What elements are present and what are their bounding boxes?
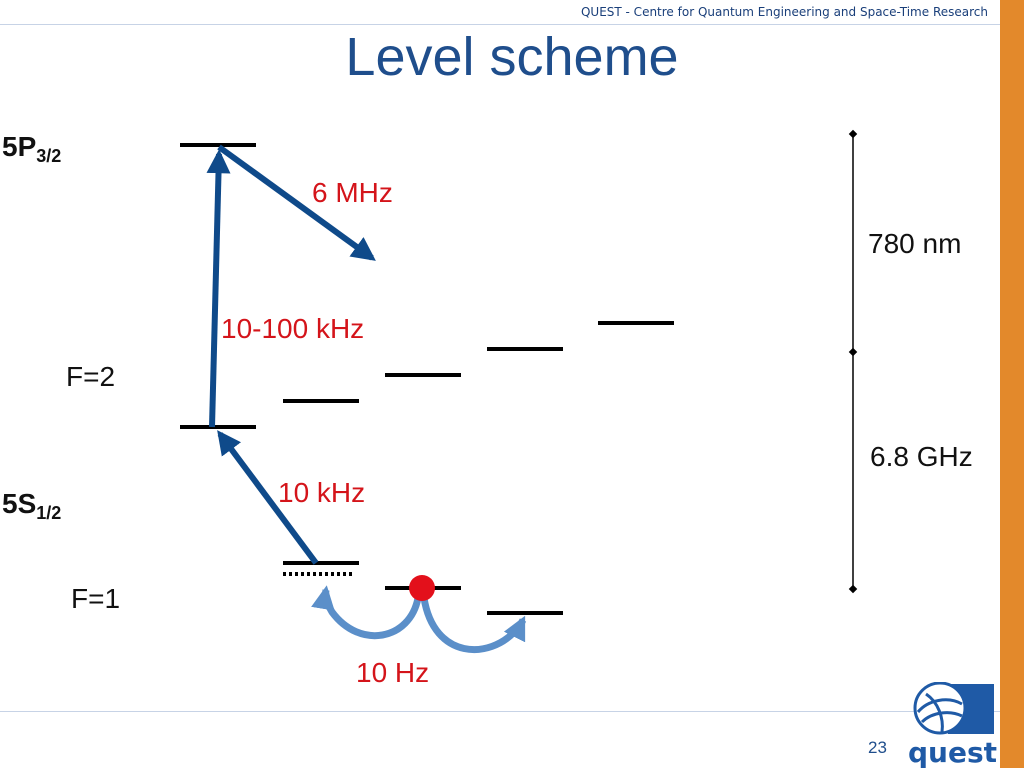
- header-institution: QUEST - Centre for Quantum Engineering a…: [580, 5, 988, 19]
- scale-tick-bottom: [848, 584, 858, 594]
- label-hyperfine-scale: 6.8 GHz: [870, 441, 973, 472]
- label-5p: 5P3/2: [2, 131, 62, 166]
- label-f1: F=1: [71, 583, 121, 614]
- label-upper-transition: 10-100 kHz: [221, 313, 365, 344]
- label-f2: F=2: [66, 361, 116, 392]
- curved-arrow-right: [420, 597, 527, 653]
- arrow-f1-to-f2: [217, 430, 319, 565]
- header-divider: [0, 24, 1000, 25]
- label-lower-transition: 10 kHz: [278, 477, 366, 508]
- curved-arrow-left: [311, 585, 422, 640]
- arrow-f2-to-5p: [206, 149, 231, 428]
- side-accent-bar: [1000, 0, 1024, 768]
- atom-dot: [409, 575, 435, 601]
- quest-logo-icon: [913, 682, 994, 735]
- label-optical-scale: 780 nm: [868, 228, 962, 259]
- label-decay-rate: 6 MHz: [312, 177, 393, 208]
- quest-logo-text: quest: [908, 736, 998, 769]
- page-title: Level scheme: [345, 27, 679, 87]
- scale-tick-top: [848, 129, 858, 139]
- arrow-decay: [217, 144, 376, 261]
- scale-tick-mid: [848, 347, 858, 357]
- page-number: 23: [868, 738, 887, 757]
- label-5s: 5S1/2: [2, 488, 62, 523]
- label-zeeman-rate: 10 Hz: [356, 657, 430, 688]
- footer-divider: [0, 711, 1000, 712]
